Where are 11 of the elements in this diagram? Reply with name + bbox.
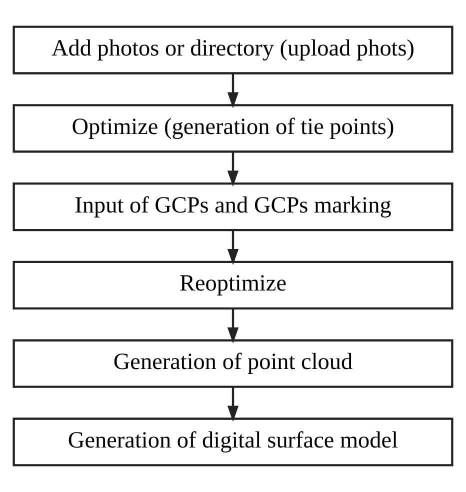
arrow [227, 73, 239, 108]
arrow [227, 386, 239, 422]
node-box: Reoptimize [12, 260, 454, 310]
arrow [227, 230, 239, 265]
arrow [227, 308, 239, 344]
node-box: Input of GCPs and GCPs marking [12, 182, 454, 232]
arrow [227, 152, 239, 187]
node-box: Generation of point cloud [12, 339, 454, 388]
node-box: Add photos or directory (upload phots) [12, 26, 454, 74]
node-box: Optimize (generation of tie points) [12, 104, 454, 153]
node-box: Generation of digital surface model [12, 418, 454, 466]
